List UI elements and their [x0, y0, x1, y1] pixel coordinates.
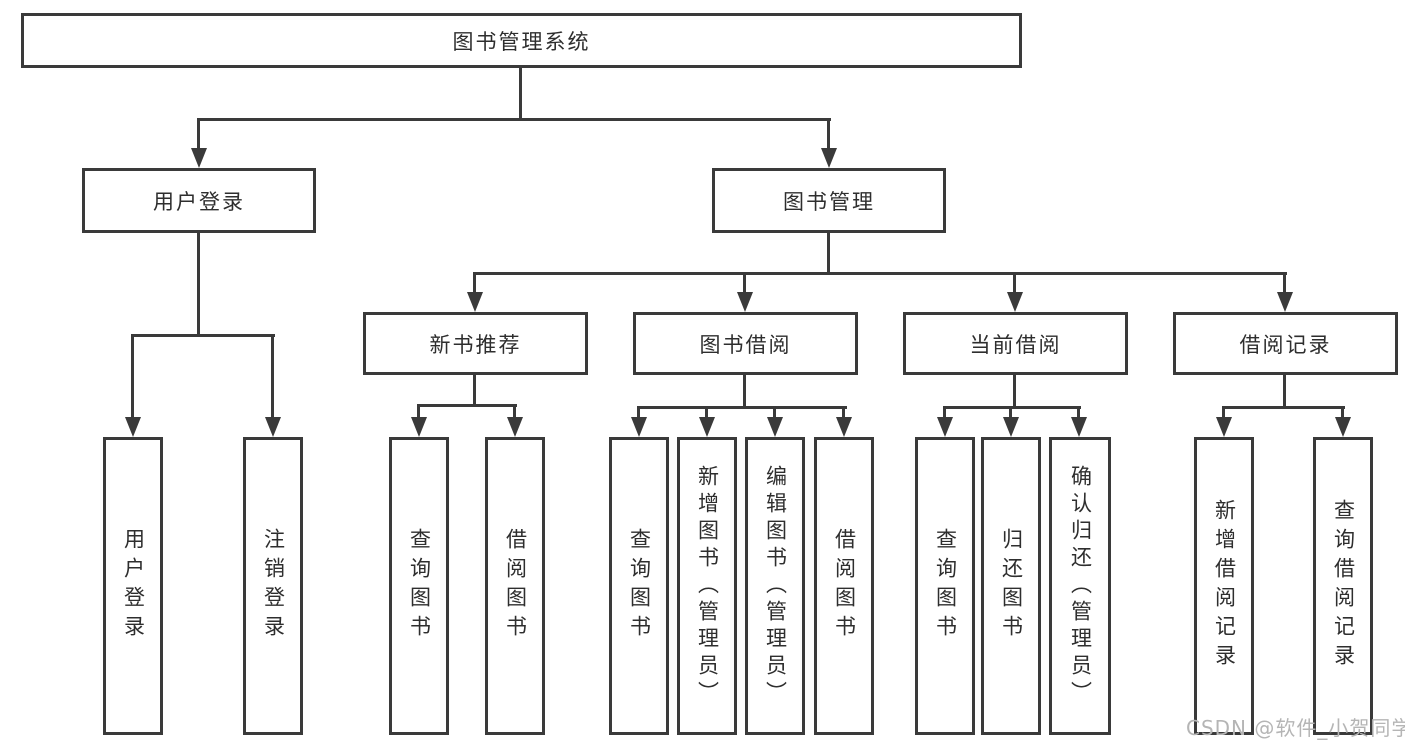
connector-line [417, 404, 517, 407]
leaf-add-book-admin-label: 新增图书（管理员） [695, 464, 720, 708]
leaf-edit-book-admin-label: 编辑图书（管理员） [763, 464, 788, 708]
connector-line [743, 375, 746, 409]
connector-line [131, 334, 275, 337]
leaf-borrow-book-label: 借阅图书 [832, 528, 857, 644]
connector-line [473, 272, 476, 296]
connector-line [473, 375, 476, 407]
leaf-edit-book-admin: 编辑图书（管理员） [745, 437, 805, 735]
connector-line [417, 404, 420, 421]
arrow-down-icon [937, 417, 953, 437]
arrow-down-icon [125, 417, 141, 437]
connector-line [637, 406, 847, 409]
leaf-add-book-admin: 新增图书（管理员） [677, 437, 737, 735]
connector-line [773, 406, 776, 421]
node-book-borrow-label: 图书借阅 [699, 332, 792, 357]
node-book-management-label: 图书管理 [783, 189, 875, 214]
connector-line [943, 406, 1081, 409]
leaf-borrow-book: 借阅图书 [814, 437, 874, 735]
leaf-query-book-recommend-label: 查询图书 [407, 528, 432, 644]
connector-line [1013, 375, 1016, 409]
node-book-management: 图书管理 [712, 168, 946, 233]
leaf-query-current-borrow-label: 查询图书 [933, 528, 958, 644]
connector-line [513, 404, 516, 421]
leaf-borrow-book-recommend-label: 借阅图书 [503, 528, 528, 644]
connector-line [519, 68, 522, 121]
connector-line [1222, 406, 1225, 421]
arrow-down-icon [737, 292, 753, 312]
leaf-add-borrow-record-label: 新增借阅记录 [1212, 499, 1237, 673]
node-user-login: 用户登录 [82, 168, 316, 233]
arrow-down-icon [1216, 417, 1232, 437]
leaf-user-login-label: 用户登录 [121, 528, 146, 644]
connector-line [197, 118, 200, 151]
arrow-down-icon [467, 292, 483, 312]
leaf-query-borrow-record: 查询借阅记录 [1313, 437, 1373, 735]
arrow-down-icon [836, 417, 852, 437]
leaf-confirm-return-admin: 确认归还（管理员） [1049, 437, 1111, 735]
leaf-return-book-label: 归还图书 [999, 528, 1024, 644]
node-borrow-records-label: 借阅记录 [1239, 332, 1332, 357]
leaf-logout-label: 注销登录 [261, 528, 286, 644]
node-book-borrow: 图书借阅 [633, 312, 858, 375]
leaf-borrow-book-recommend: 借阅图书 [485, 437, 545, 735]
csdn-watermark: CSDN @软件_小贺同学 [1186, 716, 1405, 740]
arrow-down-icon [1335, 417, 1351, 437]
connector-line [827, 233, 830, 275]
connector-line [271, 334, 274, 421]
connector-line [1077, 406, 1080, 421]
leaf-add-borrow-record: 新增借阅记录 [1194, 437, 1254, 735]
leaf-logout: 注销登录 [243, 437, 303, 735]
node-borrow-records: 借阅记录 [1173, 312, 1398, 375]
node-current-borrow-label: 当前借阅 [969, 332, 1062, 357]
arrow-down-icon [1071, 417, 1087, 437]
arrow-down-icon [507, 417, 523, 437]
node-root: 图书管理系统 [21, 13, 1022, 68]
connector-line [131, 334, 134, 421]
leaf-query-book-borrow-label: 查询图书 [627, 528, 652, 644]
arrow-down-icon [1003, 417, 1019, 437]
leaf-query-borrow-record-label: 查询借阅记录 [1331, 499, 1356, 673]
connector-line [743, 272, 746, 296]
node-root-label: 图书管理系统 [452, 29, 591, 54]
node-new-book-recommend-label: 新书推荐 [429, 332, 522, 357]
leaf-query-book-borrow: 查询图书 [609, 437, 669, 735]
node-current-borrow: 当前借阅 [903, 312, 1128, 375]
arrow-down-icon [265, 417, 281, 437]
connector-line [1341, 406, 1344, 421]
connector-line [1283, 272, 1286, 296]
leaf-query-current-borrow: 查询图书 [915, 437, 975, 735]
leaf-confirm-return-admin-label: 确认归还（管理员） [1068, 464, 1093, 708]
arrow-down-icon [1277, 292, 1293, 312]
connector-line [705, 406, 708, 421]
arrow-down-icon [767, 417, 783, 437]
node-new-book-recommend: 新书推荐 [363, 312, 588, 375]
connector-line [1013, 272, 1016, 296]
arrow-down-icon [821, 148, 837, 168]
arrow-down-icon [411, 417, 427, 437]
node-user-login-label: 用户登录 [153, 189, 245, 214]
connector-line [827, 118, 830, 151]
connector-line [197, 233, 200, 337]
connector-line [1009, 406, 1012, 421]
arrow-down-icon [699, 417, 715, 437]
leaf-query-book-recommend: 查询图书 [389, 437, 449, 735]
connector-line [943, 406, 946, 421]
leaf-user-login: 用户登录 [103, 437, 163, 735]
connector-line [473, 272, 1287, 275]
connector-line [1222, 406, 1345, 409]
connector-line [637, 406, 640, 421]
connector-line [1283, 375, 1286, 409]
connector-line [197, 118, 831, 121]
connector-line [842, 406, 845, 421]
arrow-down-icon [191, 148, 207, 168]
arrow-down-icon [631, 417, 647, 437]
arrow-down-icon [1007, 292, 1023, 312]
leaf-return-book: 归还图书 [981, 437, 1041, 735]
